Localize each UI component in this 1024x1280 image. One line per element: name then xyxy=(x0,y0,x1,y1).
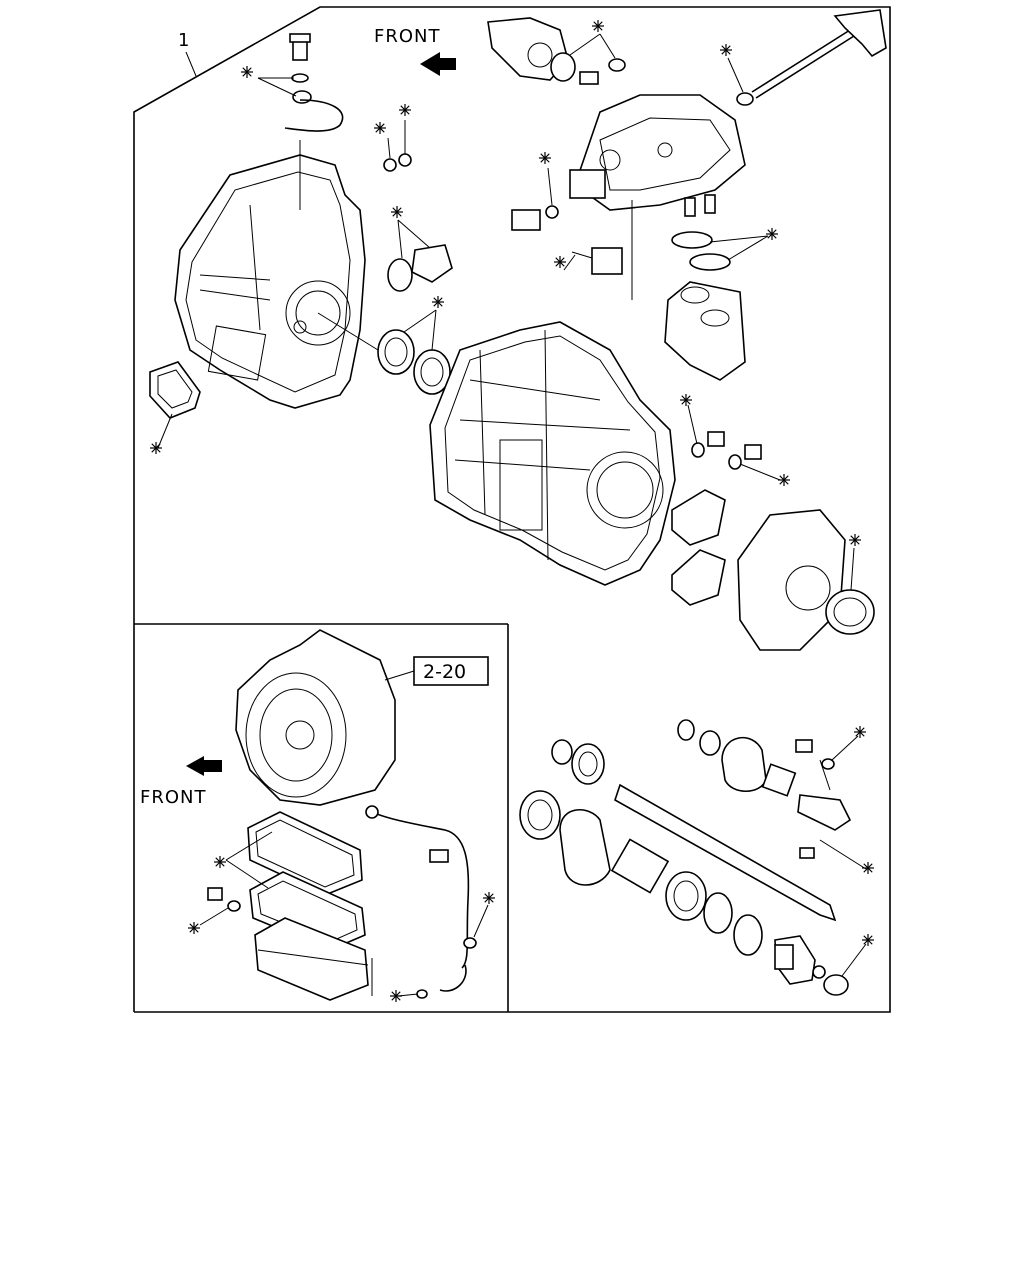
outer-frame xyxy=(133,6,891,1013)
asterisk-icon-neutral-switch xyxy=(539,152,551,164)
oil-pan-gaskets xyxy=(207,811,369,1001)
asterisk-icon-sensor-top xyxy=(592,20,604,32)
asterisk-icon-side-washer xyxy=(862,862,874,874)
transmission-case xyxy=(429,321,676,586)
switches xyxy=(511,200,633,300)
asterisk-icon-shaft-seal xyxy=(720,44,732,56)
shift-cylinder-right xyxy=(664,194,746,381)
asterisk-icon-drain-plug-2 xyxy=(778,474,790,486)
front-indicator-top: FRONT xyxy=(374,26,456,76)
asterisk-icon-bolt-washer xyxy=(854,726,866,738)
ref-box-label: 2-20 xyxy=(423,661,466,683)
asterisk-icon-pipe-oring xyxy=(483,892,495,904)
inspection-cover-gasket xyxy=(149,361,201,419)
front-arrow-inset-icon xyxy=(186,756,222,776)
asterisk-icon-seal-pair xyxy=(432,296,444,308)
ref-box xyxy=(413,656,489,686)
assembly-number-callout: 1 xyxy=(178,30,197,77)
asterisk-icon-oring-cover xyxy=(391,206,403,218)
front-arrow-top-icon xyxy=(420,52,456,76)
asterisk-markers xyxy=(150,20,874,1002)
asterisk-icon-end-nut xyxy=(862,934,874,946)
asterisk-icon-pan-plug xyxy=(188,922,200,934)
oil-pipe xyxy=(365,805,477,999)
shift-tower xyxy=(569,9,887,211)
drain-plugs xyxy=(691,431,762,470)
front-label-top: FRONT xyxy=(374,26,441,47)
input-seals xyxy=(317,244,453,395)
asterisk-icon-pan-gasket xyxy=(214,856,226,868)
asterisk-icon-gasket-oil-line xyxy=(241,66,253,78)
assembly-number: 1 xyxy=(178,30,189,51)
asterisk-icon-speed-sensor xyxy=(554,256,566,268)
asterisk-icon-drain-plug-1 xyxy=(680,394,692,406)
rear-extension xyxy=(671,489,875,651)
inset-transmission: 2-20 xyxy=(235,629,489,806)
asterisk-icon-orings-cylinder xyxy=(766,228,778,240)
asterisk-icon-cover-gasket xyxy=(150,442,162,454)
oil-line-assembly xyxy=(284,33,412,210)
asterisk-icon-washer-2 xyxy=(399,104,411,116)
front-indicator-inset: FRONT xyxy=(140,756,222,808)
front-label-inset: FRONT xyxy=(140,787,207,808)
asterisk-icon-washer-1 xyxy=(374,122,386,134)
leader-lines xyxy=(157,33,867,997)
asterisk-icon-rear-seal xyxy=(849,534,861,546)
asterisk-icon-pipe-oring-2 xyxy=(390,990,402,1002)
shift-cylinder-top xyxy=(487,17,626,85)
clutch-housing xyxy=(174,154,366,409)
gear-train xyxy=(519,719,852,996)
